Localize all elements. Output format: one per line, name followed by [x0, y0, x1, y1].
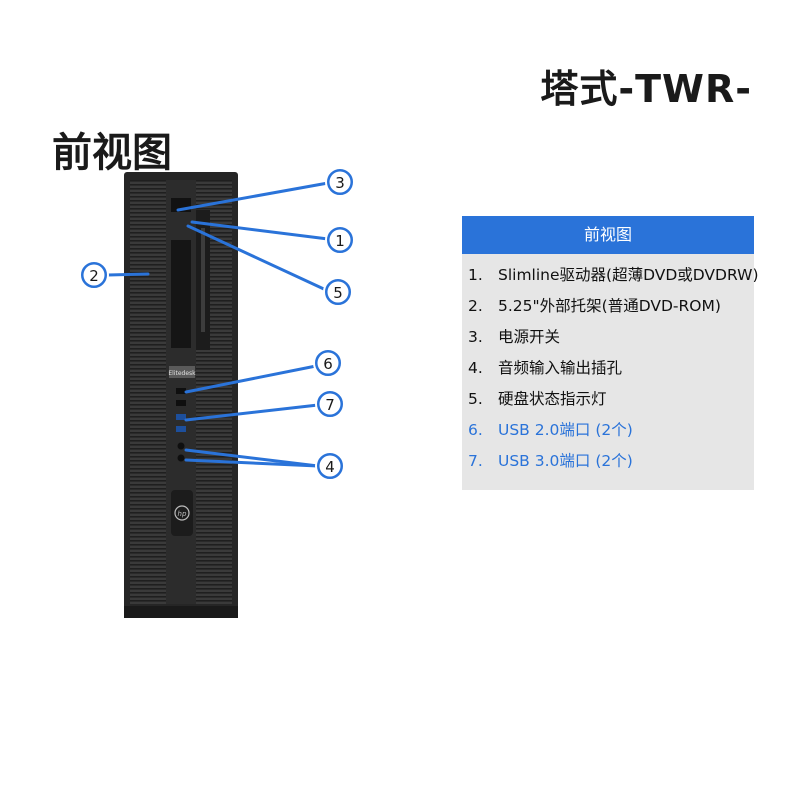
usb-port — [176, 388, 186, 394]
page-title: 塔式-TWR- — [540, 67, 752, 111]
audio-jack — [177, 442, 185, 450]
audio-jack — [177, 454, 185, 462]
svg-text:2: 2 — [89, 267, 99, 285]
legend-item: 1.Slimline驱动器(超薄DVD或DVDRW) — [468, 266, 759, 284]
drive-bays — [171, 198, 210, 350]
callout-5: 5 — [323, 277, 353, 307]
usb3-port — [176, 426, 186, 432]
legend-item: 2.5.25"外部托架(普通DVD-ROM) — [468, 297, 721, 315]
callout-3: 3 — [325, 167, 355, 197]
usb-port — [176, 400, 186, 406]
svg-text:1: 1 — [335, 232, 345, 250]
svg-text:4: 4 — [325, 458, 335, 476]
svg-text:6: 6 — [323, 355, 333, 373]
usb3-port — [176, 414, 186, 420]
hp-logo-text: hp — [178, 510, 187, 518]
legend-item: 7.USB 3.0端口 (2个) — [468, 452, 633, 470]
model-badge: Elitedesk — [168, 370, 196, 377]
svg-text:5: 5 — [333, 284, 343, 302]
external-525-bay — [171, 240, 191, 348]
callout-7: 7 — [315, 389, 345, 419]
svg-text:7: 7 — [325, 396, 335, 414]
legend-list: 1.Slimline驱动器(超薄DVD或DVDRW) 2.5.25"外部托架(普… — [462, 254, 759, 477]
callout-4: 4 — [315, 451, 345, 481]
callout-2: 2 — [79, 260, 109, 290]
legend-item: 5.硬盘状态指示灯 — [468, 390, 607, 408]
legend-item: 6.USB 2.0端口 (2个) — [468, 421, 633, 439]
legend-header: 前视图 — [462, 216, 754, 254]
front-ports — [176, 388, 186, 462]
section-heading: 前视图 — [52, 130, 172, 176]
legend-item: 3.电源开关 — [468, 328, 561, 346]
svg-text:3: 3 — [335, 174, 345, 192]
hp-logo-icon — [174, 505, 190, 521]
component-legend: 前视图 1.Slimline驱动器(超薄DVD或DVDRW) 2.5.25"外部… — [462, 216, 759, 490]
callout-1: 1 — [325, 225, 355, 255]
tower-case — [124, 172, 238, 618]
callout-6: 6 — [313, 348, 343, 378]
legend-item: 4.音频输入输出插孔 — [468, 359, 623, 377]
